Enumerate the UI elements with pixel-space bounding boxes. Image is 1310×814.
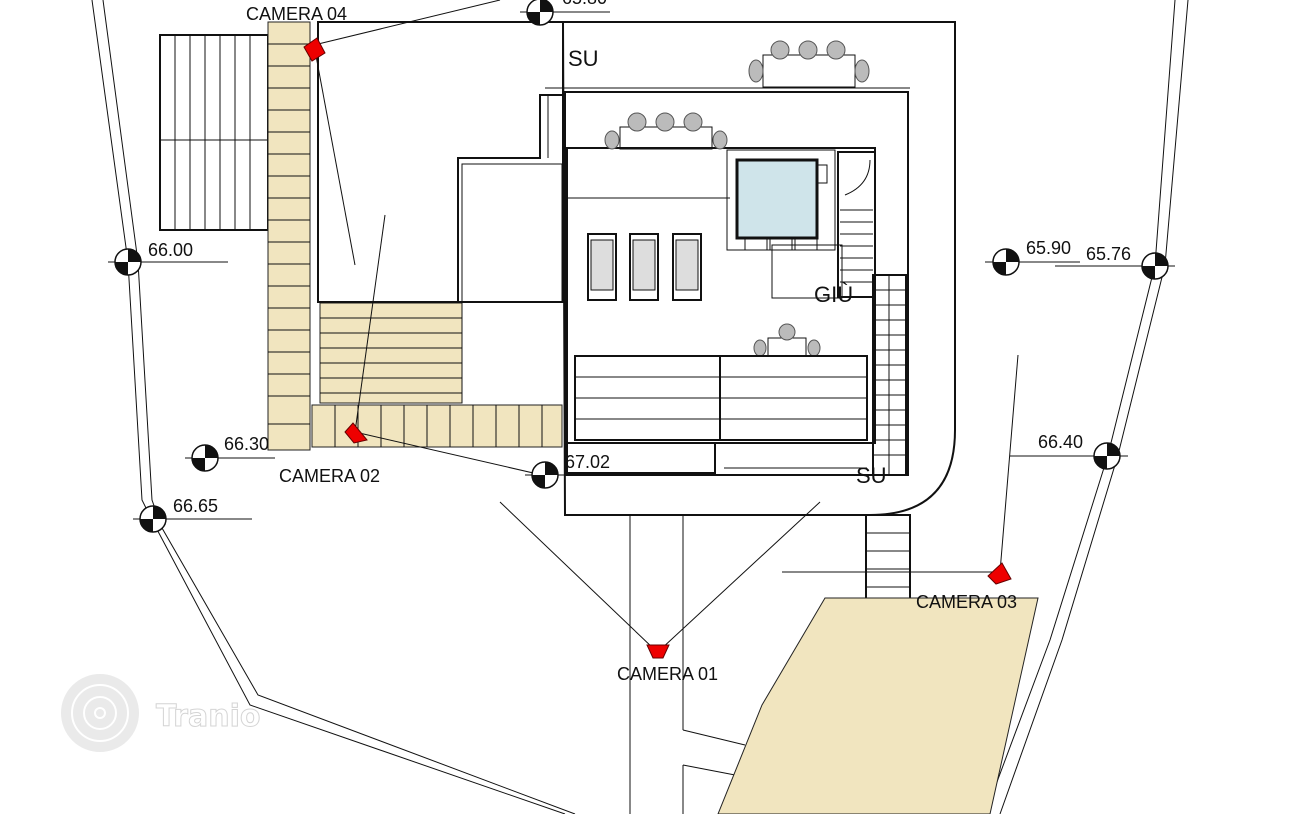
elevation-marker-6702 — [525, 461, 640, 489]
dining-table-mid — [604, 112, 728, 150]
stair-up-label-bottom: SU — [856, 463, 887, 488]
pool — [735, 158, 828, 251]
elevation-markers — [108, 0, 1175, 533]
elevation-6630-label: 66.30 — [224, 434, 269, 454]
sun-loungers — [587, 233, 702, 301]
stair-labels: SU GIÙ SU — [568, 46, 887, 488]
elevation-6590-label: 65.90 — [1026, 238, 1071, 258]
driveway — [629, 515, 1039, 814]
elevation-marker-6665 — [133, 505, 252, 533]
left-terrace-grid — [159, 34, 269, 231]
camera-03-label: CAMERA 03 — [916, 592, 1017, 612]
elevation-top-label: 65.80 — [562, 0, 607, 8]
paving-horizontal — [311, 404, 563, 448]
external-stairs — [872, 274, 907, 476]
dining-table-small — [753, 323, 821, 357]
camera-03-icon — [987, 562, 1012, 585]
elevation-marker-6630 — [185, 444, 275, 472]
elevation-6640-label: 66.40 — [1038, 432, 1083, 452]
camera-04-icon — [303, 37, 326, 62]
elevation-marker-6576 — [1055, 252, 1175, 280]
storage-grid — [566, 355, 868, 474]
parking-pad — [717, 597, 1039, 814]
stair-down-label: GIÙ — [814, 282, 853, 307]
entrance-stairs — [865, 514, 911, 601]
watermark: Tranio — [59, 672, 261, 754]
camera-04-label: CAMERA 04 — [246, 4, 347, 24]
elevation-marker-6600 — [108, 248, 228, 276]
watermark-text: Tranio — [156, 699, 260, 734]
elevation-6702-label: 67.02 — [565, 452, 610, 472]
camera-sight-lines — [313, 0, 1019, 651]
elevation-marker-6640 — [1010, 442, 1128, 470]
elevation-6576-label: 65.76 — [1086, 244, 1131, 264]
camera-02-label: CAMERA 02 — [279, 466, 380, 486]
elevation-6600-label: 66.00 — [148, 240, 193, 260]
paving-vertical — [267, 21, 311, 451]
elevation-6665-label: 66.65 — [173, 496, 218, 516]
camera-01-label: CAMERA 01 — [617, 664, 718, 684]
camera-02-icon — [344, 422, 368, 444]
elevation-marker-top — [520, 0, 610, 26]
elevation-marker-6590 — [985, 248, 1080, 276]
internal-stairs — [837, 151, 876, 298]
paving-steps — [319, 302, 463, 404]
elevation-labels: 66.00 66.30 66.65 67.02 65.80 65.90 65.7… — [148, 0, 1131, 516]
dining-table-top — [748, 40, 870, 88]
cameras: CAMERA 01 CAMERA 02 CAMERA 03 CAMERA 04 — [246, 4, 1017, 684]
camera-01-icon — [646, 644, 670, 659]
stair-up-label-top: SU — [568, 46, 599, 71]
